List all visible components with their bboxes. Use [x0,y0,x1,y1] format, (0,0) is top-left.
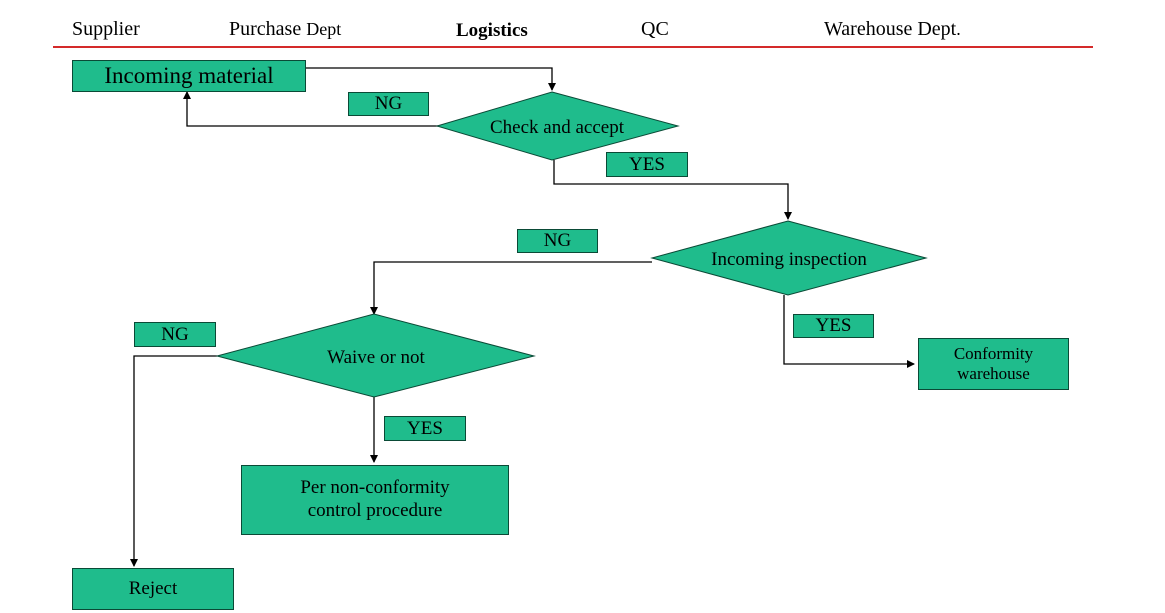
nonconformity-procedure-line2: control procedure [307,500,443,521]
check-and-accept-label: Check and accept [490,117,625,138]
waive-or-not-label: Waive or not [327,347,425,368]
lane-qc: QC [641,18,669,40]
incoming-inspection-label: Incoming inspection [711,249,867,270]
conformity-warehouse-box: Conformity warehouse [918,338,1069,390]
conformity-warehouse-line2: warehouse [957,364,1030,383]
tag-yes-inspection: YES [793,314,874,338]
lane-warehouse-suffix: . [956,19,961,39]
nonconformity-procedure-line1: Per non-conformity [300,477,450,499]
tag-ng-waive: NG [134,322,216,347]
lane-warehouse: Warehouse Dept. [824,18,961,41]
connector-inspection-yes-to-conformity [783,295,915,368]
lane-purchase: Purchase Dept [229,18,341,41]
connector-waive-ng-to-reject [130,355,217,567]
diamond-incoming-inspection [650,220,928,296]
connector-check-ng-return [183,91,440,127]
nonconformity-procedure-box: Per non-conformity control procedure [241,465,509,535]
tag-yes-waive: YES [384,416,466,441]
lane-purchase-suffix: Dept [306,19,342,39]
connector-inspection-ng-to-waive [370,261,652,315]
lane-supplier: Supplier [72,18,140,40]
reject-box: Reject [72,568,234,610]
connector-check-yes-to-inspection [553,160,792,220]
tag-ng-inspection: NG [517,229,598,253]
tag-yes-check: YES [606,152,688,177]
lane-logistics: Logistics [456,20,528,41]
lane-purchase-main: Purchase [229,18,302,40]
diamond-waive-or-not [215,313,536,398]
connector-material-to-check [305,67,556,91]
tag-ng-check: NG [348,92,429,116]
diamond-check-and-accept [435,91,680,161]
lane-warehouse-main: Warehouse Dept [824,18,957,40]
incoming-material-box: Incoming material [72,60,306,92]
header-rule [53,46,1093,48]
conformity-warehouse-line1: Conformity [953,343,1034,363]
